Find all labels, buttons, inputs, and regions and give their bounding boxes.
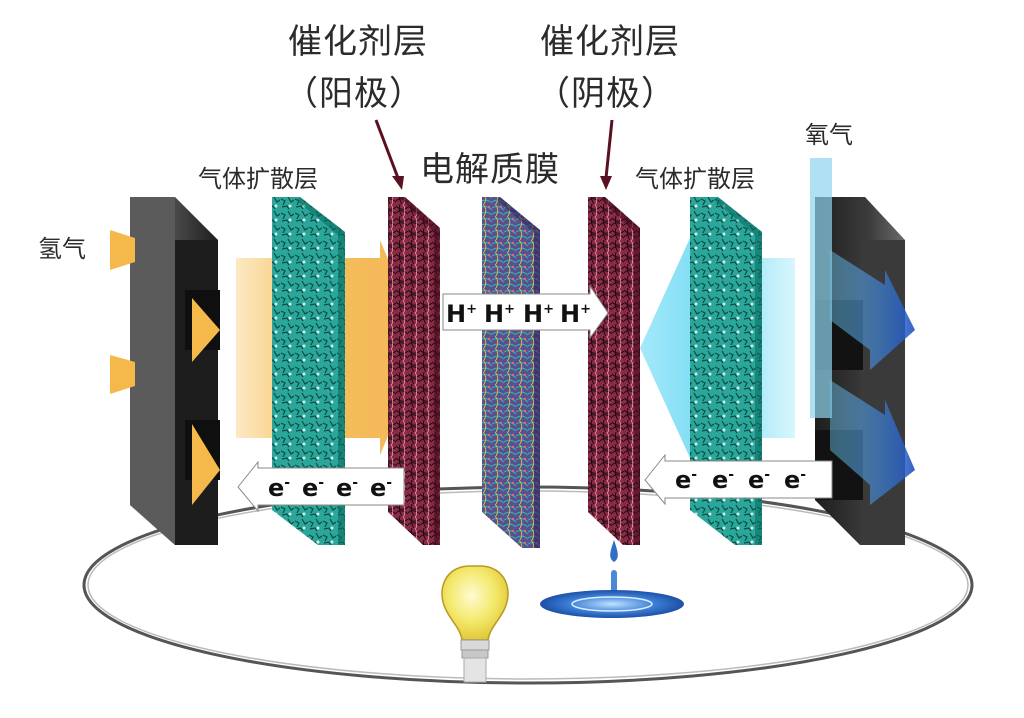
hydrogen-label: 氢气 <box>38 234 86 264</box>
oxygen-label: 氧气 <box>805 120 853 150</box>
electrolyte-membrane <box>482 197 540 548</box>
catalyst-anode-subtitle: （阳极） <box>284 74 424 114</box>
electron-arrow-right: e- e- e- e- <box>645 455 832 504</box>
anode-flow-plate <box>130 197 220 545</box>
proton-4: H <box>560 300 580 328</box>
membrane-label: 电解质膜 <box>420 150 560 190</box>
proton-2: H <box>484 300 504 328</box>
catalyst-anode-title: 催化剂层 <box>288 22 428 62</box>
arrow-down-icon <box>376 120 404 190</box>
proton-1: H <box>446 300 466 328</box>
arrow-down-icon <box>600 120 612 190</box>
catalyst-cathode-title: 催化剂层 <box>540 22 680 62</box>
gdl-right-label: 气体扩散层 <box>635 164 755 194</box>
proton-3: H <box>523 300 543 328</box>
electron-arrow-left: e- e- e- e- <box>238 462 404 511</box>
proton-arrow: H+ H+ H+ H+ <box>443 286 608 338</box>
water-drop-icon <box>540 540 684 618</box>
catalyst-cathode-subtitle: （阴极） <box>536 74 676 114</box>
gdl-left-label: 气体扩散层 <box>198 164 318 194</box>
light-bulb-icon <box>442 566 508 682</box>
cathode-catalyst-layer <box>588 197 640 545</box>
